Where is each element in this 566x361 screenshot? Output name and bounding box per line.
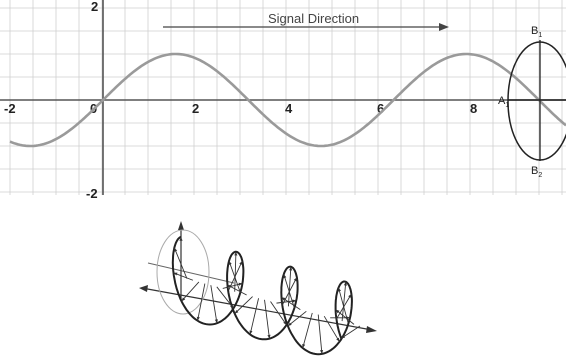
helix-field-vector [287,266,292,307]
helix-vector-arrowhead-icon [293,277,297,282]
helix-field-vector [264,299,270,339]
helix-vector-arrowhead-icon [267,334,271,339]
x-tick-label-6: 6 [377,101,384,116]
helix-vector-arrowhead-icon [230,304,234,309]
y-tick-label-2: 2 [91,0,98,14]
x-tick-label-neg2: -2 [4,101,16,116]
helix-vector-arrowhead-icon [234,251,238,256]
x-tick-label-4: 4 [285,101,293,116]
helix-field-vector [270,301,287,326]
helix-vector-arrowhead-icon [348,294,352,298]
sine-wave [9,52,566,148]
helix-vector-arrowhead-icon [292,299,297,303]
helix-vector-arrowhead-icon [214,319,218,324]
helix-vector-arrowhead-icon [335,309,340,314]
helix-vector-arrowhead-icon [234,310,239,314]
helix-field-vector [234,251,237,292]
helix-field-vector [234,296,253,314]
plot-grid [0,0,566,195]
label-a1: A1 [498,95,509,109]
helix-vector-arrowhead-icon [239,260,243,265]
helix-field-vector [287,310,307,327]
helix-vector-arrowhead-icon [173,272,178,276]
helix-field-vector [283,274,295,309]
helix-vector-arrowhead-icon [338,287,341,292]
helix-vector-arrowhead-icon [302,344,306,348]
helix-vector-arrowhead-icon [289,266,293,271]
signal-direction-label: Signal Direction [268,11,359,26]
helix-left-arrow-icon [139,285,148,292]
helix-side-axis [147,262,235,284]
label-b2: B2 [531,165,542,179]
helix-field-vector [197,283,206,321]
y-tick-label-neg2: -2 [86,186,98,201]
helix-right-arrow-icon [366,326,377,333]
helix-field-vector [173,247,188,279]
helix-vector-arrowhead-icon [281,297,286,301]
helix-vector-arrowhead-icon [341,335,346,339]
helix-vector-arrowhead-icon [343,281,347,286]
helix-wave-diagram [139,221,377,356]
helix-field-vector [216,286,234,309]
helix-field-vector [335,309,355,325]
helix-curve [171,236,353,356]
helix-vector-arrowhead-icon [336,337,340,342]
helix-propagation-axis [141,287,373,331]
helix-field-vector [210,285,218,324]
helix-vector-arrowhead-icon [249,330,253,335]
helix-field-vector [317,314,323,354]
helix-vector-arrowhead-icon [283,274,287,279]
polarization-ellipse [507,41,566,161]
helix-vector-arrowhead-icon [238,282,243,286]
helix-reference-circle [156,229,210,315]
helix-vector-arrowhead-icon [283,321,287,325]
helix-vector-arrowhead-icon [181,297,186,302]
helix-field-vector [249,298,260,335]
helix-vector-arrowhead-icon [196,316,200,321]
helix-field-vector [228,260,242,294]
helix-field-vector [340,325,361,339]
helix-vector-arrowhead-icon [227,285,232,289]
helix-vector-arrowhead-icon [228,261,232,265]
helix-vector-arrowhead-icon [287,322,292,326]
helix-vector-arrowhead-icon [320,350,324,354]
helix-up-arrow-icon [178,221,184,230]
x-tick-label-8: 8 [470,101,477,116]
helix-field-vector [302,312,313,349]
helix-field-vector [323,315,340,342]
helix-vector-arrowhead-icon [179,237,183,241]
helix-vector-arrowhead-icon [174,247,178,252]
x-tick-label-2: 2 [192,101,199,116]
helix-field-vector [281,296,301,311]
helix-coils [171,236,361,356]
helix-field-vector [338,287,349,323]
helix-field-vector [181,281,200,302]
arrow-right-icon [439,23,449,31]
helix-field-vector [341,281,347,322]
label-b1: B1 [531,25,542,39]
